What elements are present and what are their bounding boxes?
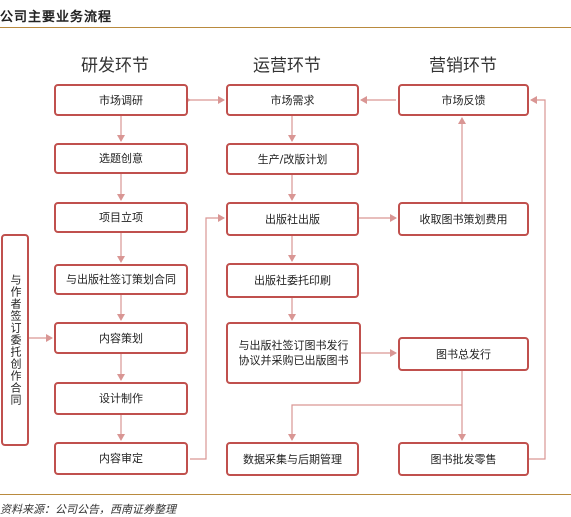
box-publisher-publish[interactable]: 出版社出版 (226, 202, 359, 236)
box-sign-distribution-agreement[interactable]: 与出版社签订图书发行协议并采购已出版图书 (226, 322, 361, 384)
box-wholesale-retail[interactable]: 图书批发零售 (398, 442, 529, 476)
box-content-planning[interactable]: 内容策划 (54, 322, 188, 354)
box-sign-creation-contract[interactable]: 与作者签订委托创作合同 (1, 234, 29, 446)
source-note: 资料来源：公司公告，西南证券整理 (0, 503, 176, 516)
box-content-review[interactable]: 内容审定 (54, 442, 188, 475)
column-header-marketing: 营销环节 (429, 56, 497, 76)
box-production-plan[interactable]: 生产/改版计划 (226, 143, 359, 175)
box-market-feedback[interactable]: 市场反馈 (398, 84, 529, 116)
box-topic-idea[interactable]: 选题创意 (54, 143, 188, 174)
arrow-review-to-publish (190, 214, 225, 460)
arrow-wholesale-to-feedback (529, 96, 546, 460)
box-sign-creation-contract-label: 与作者签订委托创作合同 (9, 274, 22, 406)
bottom-rule (0, 494, 571, 495)
column-header-operations: 运营环节 (253, 56, 321, 76)
box-general-distribution[interactable]: 图书总发行 (398, 337, 529, 371)
arrow-distribution-to-data (288, 404, 462, 441)
box-data-collection[interactable]: 数据采集与后期管理 (226, 442, 359, 476)
box-sign-planning-contract[interactable]: 与出版社签订策划合同 (54, 264, 188, 295)
box-publisher-print[interactable]: 出版社委托印刷 (226, 263, 359, 298)
box-project-setup[interactable]: 项目立项 (54, 202, 188, 233)
figure-title: 公司主要业务流程 (0, 10, 113, 25)
box-design-production[interactable]: 设计制作 (54, 382, 188, 415)
box-market-demand[interactable]: 市场需求 (226, 84, 359, 116)
top-rule (0, 27, 571, 28)
box-collect-planning-fees[interactable]: 收取图书策划费用 (398, 202, 529, 236)
column-header-rd: 研发环节 (81, 56, 149, 76)
box-market-research[interactable]: 市场调研 (54, 84, 188, 116)
